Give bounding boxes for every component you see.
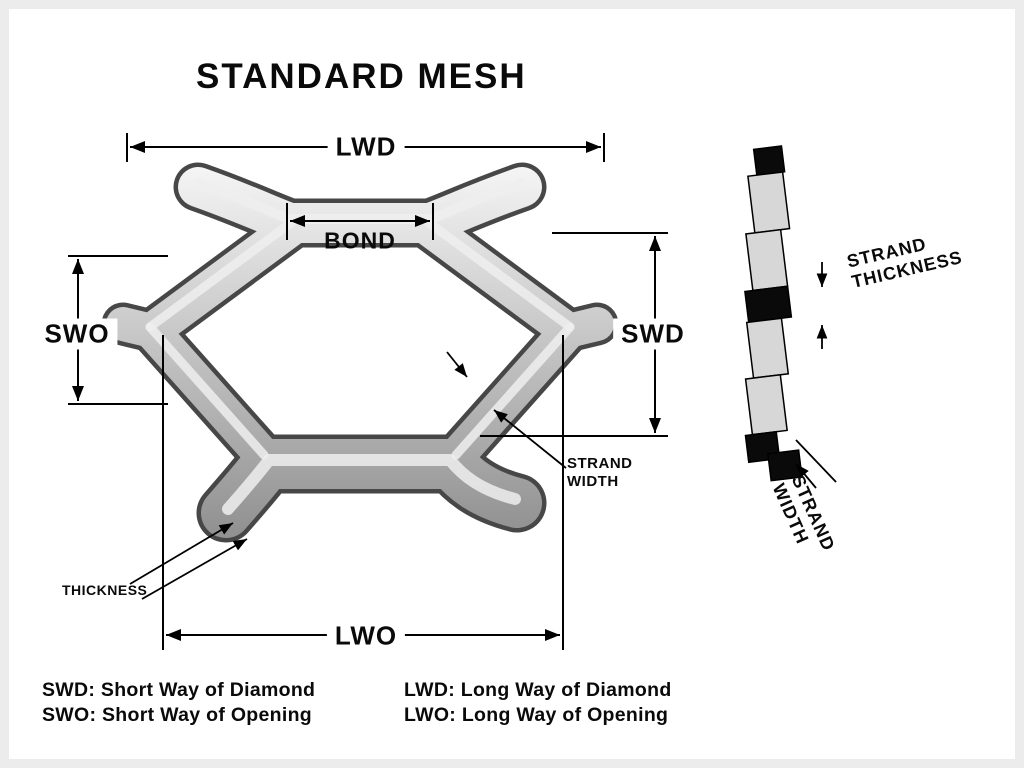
strand-width-leader [493,409,567,469]
legend-item-swo: SWO: Short Way of Opening [42,704,313,727]
extension-lines [68,133,668,650]
cross-section-strand-segment [747,171,791,234]
strand-width-inner-arrow [446,351,468,378]
swd-dimension-label: SWD [613,318,693,350]
page-title: STANDARD MESH [196,57,527,96]
legend-item-swd: SWD: Short Way of Diamond [42,679,316,701]
legend-item-lwd: LWD: Long Way of Diamond [404,679,672,701]
strand-width-callout-label: STRAND WIDTH [567,455,633,491]
cross-section-bond-segment [767,449,803,482]
thickness-callout-label: THICKNESS [62,582,148,598]
cross-strand-width-tick [795,439,837,483]
cross-section-bond-segment [744,285,793,324]
legend-column-right: LWD: Long Way of Diamond LWO: Long Way o… [404,678,672,729]
bond-dimension-label: BOND [324,227,396,254]
legend-column-left: SWD: Short Way of Diamond SWO: Short Way… [42,678,400,729]
callout-arrows [129,351,567,600]
legend-item-lwo: LWO: Long Way of Opening [404,704,669,727]
strand-cross-section [744,145,803,482]
cross-section-strand-segment [745,228,789,292]
thickness-leader-1 [129,522,234,585]
cross-section-bond-segment [752,145,786,177]
cross-section-strand-segment [744,373,788,436]
cross-section-strand-segment [745,317,790,379]
cross-section-arrows [795,262,837,489]
mesh-drawing [101,162,619,543]
strand-width-callout-line2: WIDTH [567,473,619,490]
swo-dimension-label: SWO [36,318,118,350]
cross-strand-width-arrow [795,463,817,489]
legend: SWD: Short Way of Diamond SWO: Short Way… [42,678,672,729]
strand-width-callout-line1: STRAND [567,455,633,472]
lwo-dimension-label: LWO [326,620,406,652]
lwd-dimension-label: LWD [327,131,405,163]
dimension-lines [72,141,661,641]
thickness-leader-2 [141,538,248,600]
